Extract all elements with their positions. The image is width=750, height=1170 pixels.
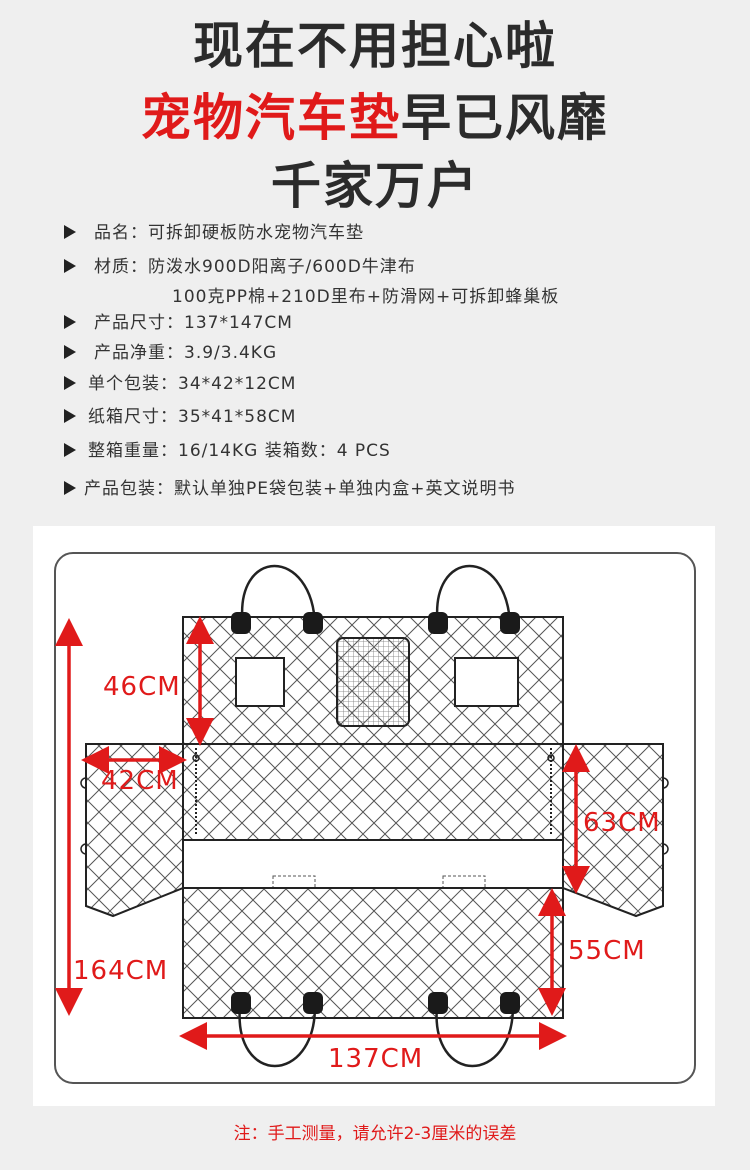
spec-item: 产品尺寸：137*147CM (64, 312, 293, 334)
dim-label-137: 137CM (328, 1044, 424, 1074)
headline-rest: 早已风靡 (401, 89, 609, 147)
triangle-bullet-icon (64, 225, 76, 239)
spec-item: 纸箱尺寸：35*41*58CM (64, 406, 296, 428)
spec-item: 品名：可拆卸硬板防水宠物汽车垫 (64, 222, 364, 244)
triangle-bullet-icon (64, 259, 76, 273)
spec-item: 产品净重：3.9/3.4KG (64, 342, 277, 364)
triangle-bullet-icon (64, 345, 76, 359)
side-window (235, 657, 285, 707)
spec-text: 材质：防泼水900D阳离子/600D牛津布 (94, 257, 416, 277)
headline-line-3: 千家万户 (271, 157, 479, 215)
seat-fold-strip (182, 839, 564, 889)
headline-line-2: 宠物汽车垫早已风靡 (0, 88, 750, 148)
spec-text: 整箱重量：16/14KG 装箱数：4 PCS (88, 441, 391, 461)
dim-label-42: 42CM (101, 766, 179, 796)
dim-label-63: 63CM (583, 808, 661, 838)
triangle-bullet-icon (64, 376, 76, 390)
dim-label-164: 164CM (73, 956, 169, 986)
spec-item: 整箱重量：16/14KG 装箱数：4 PCS (64, 440, 391, 462)
spec-item: 单个包装：34*42*12CM (64, 373, 296, 395)
spec-text: 产品尺寸：137*147CM (94, 313, 293, 333)
dimension-diagram: 46CM 42CM 63CM 55CM 164CM 137CM (33, 526, 715, 1106)
dim-label-55: 55CM (568, 936, 646, 966)
side-window (454, 657, 519, 707)
triangle-bullet-icon (64, 315, 76, 329)
spec-text: 产品净重：3.9/3.4KG (94, 343, 278, 363)
headline-highlight: 宠物汽车垫 (141, 89, 401, 147)
spec-subtext: 100克PP棉+210D里布+防滑网+可拆卸蜂巢板 (172, 287, 560, 307)
strap (435, 564, 512, 627)
spec-text: 纸箱尺寸：35*41*58CM (88, 407, 297, 427)
dim-label-46: 46CM (103, 672, 181, 702)
spec-item: 材质：防泼水900D阳离子/600D牛津布 100克PP棉+210D里布+防滑网+… (64, 256, 558, 307)
left-side-flap (85, 743, 184, 918)
mesh-window (336, 637, 410, 727)
headline-line-1: 现在不用担心啦 (193, 17, 557, 75)
triangle-bullet-icon (64, 481, 76, 495)
spec-item: 产品包装：默认单独PE袋包装+单独内盒+英文说明书 (64, 478, 515, 500)
triangle-bullet-icon (64, 409, 76, 423)
strap-clips (231, 612, 520, 1014)
seat-upper (182, 743, 564, 841)
spec-text: 品名：可拆卸硬板防水宠物汽车垫 (94, 223, 364, 243)
spec-text: 产品包装：默认单独PE袋包装+单独内盒+英文说明书 (84, 479, 516, 499)
strap (240, 564, 317, 627)
seat-cover-diagram (54, 552, 696, 1084)
triangle-bullet-icon (64, 443, 76, 457)
spec-text: 单个包装：34*42*12CM (88, 374, 297, 394)
measurement-note: 注：手工测量，请允许2-3厘米的误差 (233, 1124, 517, 1144)
